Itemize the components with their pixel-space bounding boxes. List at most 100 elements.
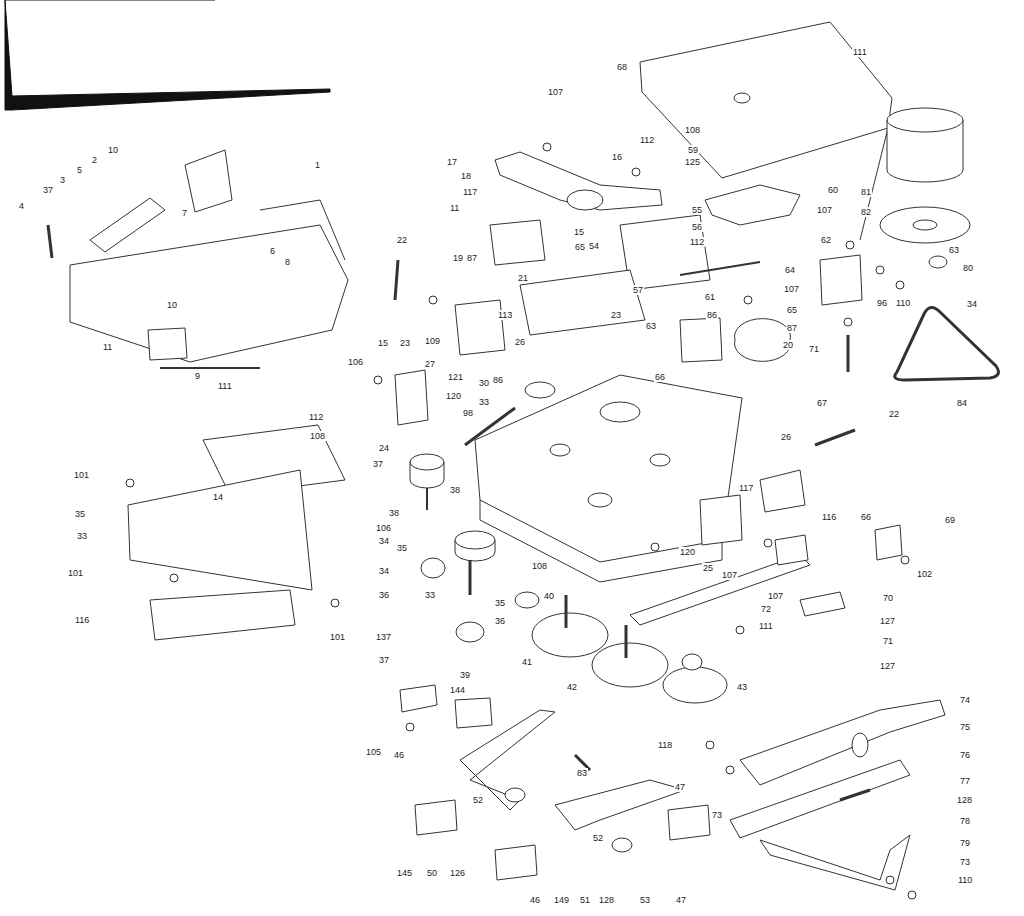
callout-number: 34 xyxy=(378,536,390,546)
callout-number: 80 xyxy=(962,263,974,273)
callout-number: 64 xyxy=(784,265,796,275)
callout-number: 47 xyxy=(675,895,687,905)
callout-number: 36 xyxy=(494,616,506,626)
callout-number: 121 xyxy=(447,372,464,382)
motor-flange xyxy=(880,207,970,243)
frame-edge xyxy=(260,200,345,260)
callout-number: 26 xyxy=(780,432,792,442)
spring xyxy=(815,430,855,445)
head-bracket xyxy=(620,215,710,290)
callout-number: 22 xyxy=(888,409,900,419)
callout-number: 113 xyxy=(497,310,513,320)
callout-number: 67 xyxy=(816,398,828,408)
callout-number: 42 xyxy=(566,682,578,692)
callout-number: 71 xyxy=(808,344,820,354)
callout-number: 47 xyxy=(674,782,686,792)
reel-hole xyxy=(600,402,640,422)
callout-number: 137 xyxy=(375,632,392,642)
switch xyxy=(148,328,187,360)
spring xyxy=(840,790,870,800)
capstan xyxy=(565,595,568,628)
bracket xyxy=(760,470,805,512)
bracket xyxy=(185,150,232,212)
callout-number: 116 xyxy=(821,512,837,522)
callout-number: 36 xyxy=(378,590,390,600)
callout-number: 63 xyxy=(645,321,657,331)
gear xyxy=(515,592,539,608)
callout-number: 117 xyxy=(738,483,754,493)
callout-number: 41 xyxy=(521,657,533,667)
callout-number: 112 xyxy=(689,237,705,247)
callout-number: 37 xyxy=(42,185,54,195)
callout-number: 51 xyxy=(579,895,591,905)
callout-number: 40 xyxy=(543,591,555,601)
callout-number: 116 xyxy=(74,615,90,625)
callout-number: 101 xyxy=(67,568,84,578)
callout-number: 10 xyxy=(166,300,178,310)
belt xyxy=(895,307,999,380)
callout-number: 108 xyxy=(531,561,548,571)
callout-number: 72 xyxy=(760,604,772,614)
callout-number: 74 xyxy=(959,695,971,705)
callout-number: 3 xyxy=(59,175,66,185)
spring xyxy=(395,260,398,300)
bracket xyxy=(820,255,862,305)
callout-number: 82 xyxy=(860,207,872,217)
callout-number: 78 xyxy=(959,816,971,826)
lever xyxy=(705,185,800,225)
screws xyxy=(126,143,916,899)
callout-number: 96 xyxy=(876,298,888,308)
callout-number: 23 xyxy=(399,338,411,348)
callout-number: 144 xyxy=(449,685,466,695)
callout-number: 65 xyxy=(786,305,798,315)
callout-number: 106 xyxy=(375,523,392,533)
callout-number: 52 xyxy=(472,795,484,805)
callout-number: 11 xyxy=(102,342,113,352)
callout-number: 112 xyxy=(308,412,324,422)
callout-number: 22 xyxy=(396,235,408,245)
callout-number: 18 xyxy=(460,171,472,181)
callout-number: 68 xyxy=(616,62,628,72)
callout-number: 66 xyxy=(654,372,666,382)
reel-top xyxy=(410,454,444,470)
reel-top xyxy=(455,531,495,549)
callout-number: 54 xyxy=(588,241,600,251)
bracket xyxy=(775,535,808,565)
callout-number: 111 xyxy=(217,381,233,391)
callout-number: 128 xyxy=(956,795,973,805)
pulley xyxy=(456,622,484,642)
callout-number: 86 xyxy=(492,375,504,385)
slide-lever xyxy=(630,555,810,625)
callout-number: 73 xyxy=(711,810,723,820)
hole xyxy=(588,493,612,507)
callout-number: 39 xyxy=(459,670,471,680)
shaft xyxy=(469,560,472,595)
callout-number: 14 xyxy=(212,492,224,502)
callout-number: 120 xyxy=(445,391,462,401)
callout-number: 128 xyxy=(598,895,615,905)
callout-number: 98 xyxy=(462,408,474,418)
callout-number: 35 xyxy=(74,509,86,519)
gear xyxy=(612,838,632,852)
callout-number: 110 xyxy=(895,298,911,308)
callout-number: 24 xyxy=(378,443,390,453)
callout-number: 107 xyxy=(721,570,738,580)
callout-number: 108 xyxy=(309,431,326,441)
callout-number: 35 xyxy=(396,543,408,553)
callout-number: 118 xyxy=(657,740,673,750)
plate xyxy=(875,525,902,560)
hub xyxy=(682,654,702,670)
callout-number: 16 xyxy=(611,152,623,162)
callout-number: 107 xyxy=(783,284,800,294)
callout-number: 50 xyxy=(426,868,438,878)
callout-number: 9 xyxy=(194,371,201,381)
callout-number: 37 xyxy=(378,655,390,665)
callout-number: 107 xyxy=(816,205,833,215)
callout-number: 77 xyxy=(959,776,971,786)
callout-number: 117 xyxy=(462,187,478,197)
motor-top xyxy=(887,108,963,132)
callout-number: 76 xyxy=(959,750,971,760)
pin xyxy=(847,335,850,372)
callout-number: 25 xyxy=(702,563,714,573)
